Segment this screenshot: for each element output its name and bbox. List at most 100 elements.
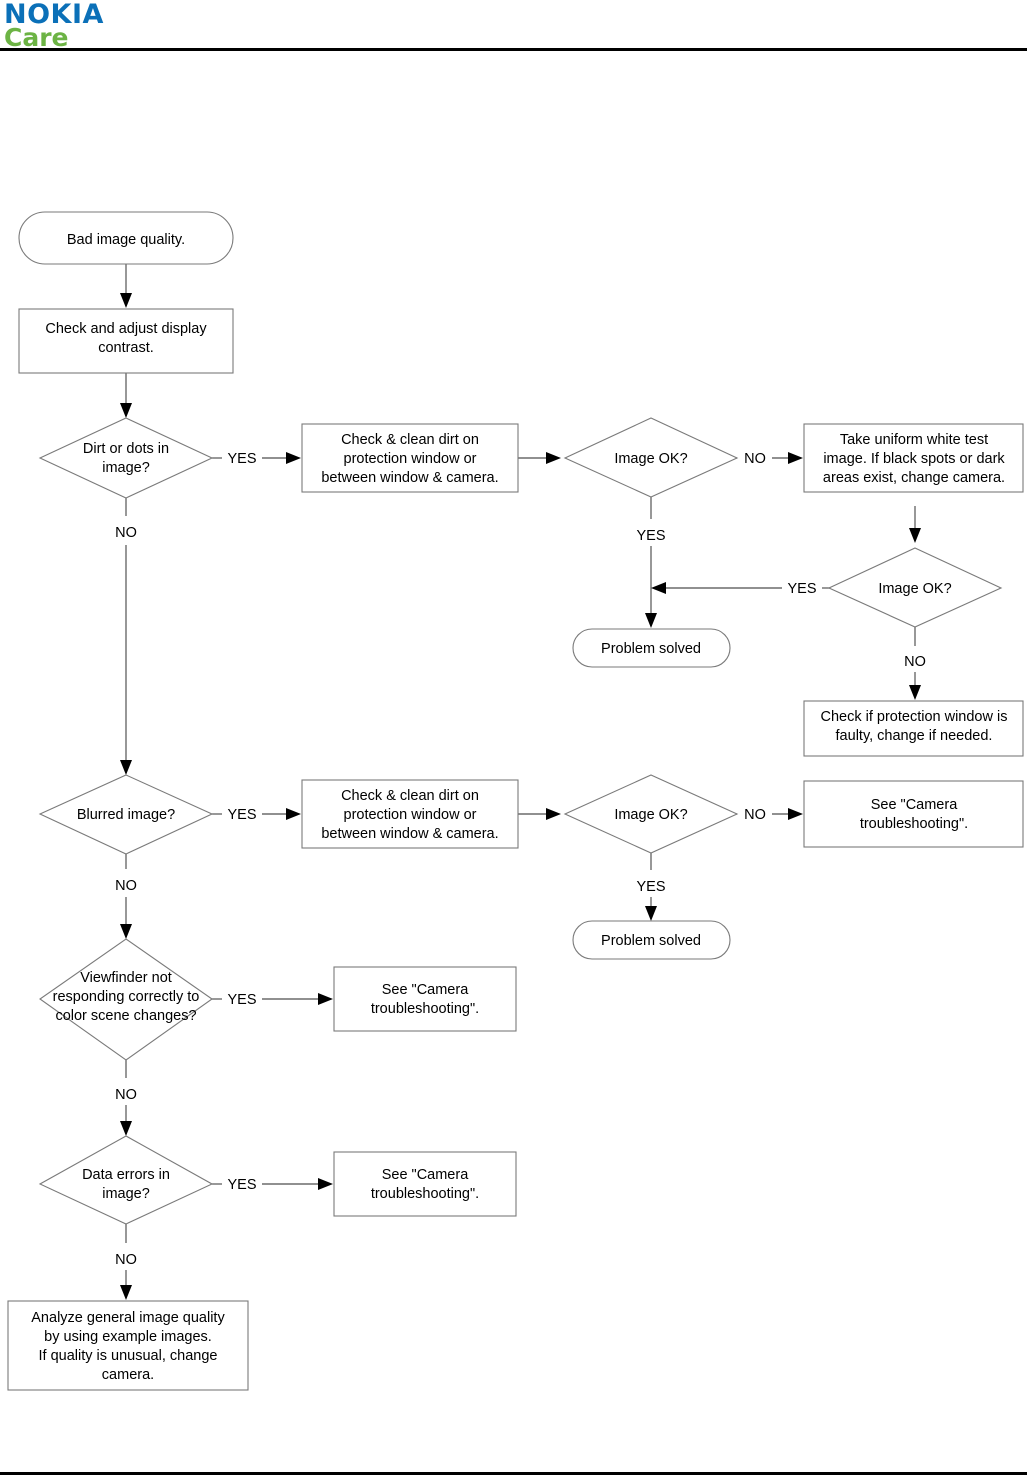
edge-ok2-yes-to-solved1: YES [651, 581, 831, 597]
node-layer: Bad image quality. Check and adjust disp… [7, 211, 1024, 1391]
edge-label-ok1-yes: YES [636, 528, 665, 544]
node-white-test-image-shape[interactable] [803, 423, 1024, 493]
node-check-contrast-shape[interactable] [18, 308, 234, 374]
node-clean-dirt-2[interactable]: Check & clean dirt on protection window … [301, 779, 519, 849]
node-analyze-line-1: by using example images. [44, 1329, 212, 1345]
node-blurred-image-line-0: Blurred image? [77, 807, 175, 823]
node-see-camera-troubleshooting-2-line-1: troubleshooting". [371, 1001, 479, 1017]
node-image-ok-1-shape[interactable] [563, 417, 739, 498]
nokia-care-logo: NOKIA Care [4, 1, 144, 51]
node-see-camera-troubleshooting-3-line-0: See "Camera [382, 1167, 469, 1183]
node-see-camera-troubleshooting-2-line-0: See "Camera [382, 982, 469, 998]
node-problem-solved-2-shape[interactable] [572, 920, 731, 960]
node-viewfinder-decision[interactable]: Viewfinder not responding correctly to c… [39, 938, 213, 1061]
node-white-test-image[interactable]: Take uniform white test image. If black … [803, 423, 1024, 493]
node-clean-dirt-2-shape[interactable] [301, 779, 519, 849]
logo-nokia-wordmark: NOKIA [4, 0, 104, 30]
node-dirt-or-dots-shape[interactable] [38, 417, 214, 499]
edge-layer: YES NO NO [115, 264, 926, 1300]
footer-divider [0, 1472, 1027, 1475]
node-problem-solved-1-shape[interactable] [572, 628, 731, 668]
node-see-camera-troubleshooting-3[interactable]: See "Camera troubleshooting". [333, 1151, 517, 1217]
edge-blurred-yes-to-clean2: YES [212, 807, 301, 823]
edge-label-dirt-no: NO [115, 525, 137, 541]
edge-viewfinder-yes-to-seecamera2: YES [212, 992, 333, 1008]
node-analyze-general-quality[interactable]: Analyze general image quality by using e… [7, 1300, 249, 1391]
edge-label-ok1-no: NO [744, 451, 766, 467]
node-image-ok-3-decision[interactable]: Image OK? [563, 774, 739, 854]
edge-dirt-yes-to-clean1: YES [212, 451, 301, 467]
node-start-shape[interactable] [18, 211, 234, 265]
node-data-errors-line-1: image? [102, 1186, 150, 1202]
edge-label-viewfinder-no: NO [115, 1087, 137, 1103]
node-data-errors-shape[interactable] [38, 1135, 214, 1225]
node-viewfinder-shape[interactable] [39, 938, 213, 1061]
node-clean-dirt-1-line-0: Check & clean dirt on [341, 432, 479, 448]
node-viewfinder-line-1: responding correctly to [53, 989, 200, 1005]
edge-clean1-to-ok1 [518, 452, 561, 464]
edge-label-ok3-yes: YES [636, 879, 665, 895]
node-analyze-general-quality-shape[interactable] [7, 1300, 249, 1391]
edge-ok3-no-to-seecamera1: NO [727, 807, 803, 823]
node-viewfinder-line-0: Viewfinder not [80, 970, 172, 986]
node-white-test-image-line-2: areas exist, change camera. [823, 470, 1005, 486]
node-start[interactable]: Bad image quality. [18, 211, 234, 265]
node-clean-dirt-2-line-0: Check & clean dirt on [341, 788, 479, 804]
node-clean-dirt-1-line-1: protection window or [344, 451, 477, 467]
edge-ok1-yes-to-solved1: YES [636, 497, 666, 628]
node-image-ok-3-shape[interactable] [563, 774, 739, 854]
node-image-ok-2-line-0: Image OK? [878, 581, 951, 597]
edge-viewfinder-no-to-dataerrors: NO [115, 1060, 137, 1136]
node-see-camera-troubleshooting-1[interactable]: See "Camera troubleshooting". [803, 780, 1024, 848]
node-image-ok-2-decision[interactable]: Image OK? [827, 547, 1003, 628]
node-blurred-image-shape[interactable] [38, 774, 214, 855]
node-problem-solved-2-line-0: Problem solved [601, 933, 701, 949]
node-image-ok-1-decision[interactable]: Image OK? [563, 417, 739, 498]
node-blurred-image-decision[interactable]: Blurred image? [38, 774, 214, 855]
node-problem-solved-1-line-0: Problem solved [601, 641, 701, 657]
edge-dirt-no-to-blurred: NO [115, 498, 137, 775]
edge-ok2-no-to-windowfaulty: NO [904, 627, 926, 700]
node-see-camera-troubleshooting-1-line-1: troubleshooting". [860, 816, 968, 832]
node-clean-dirt-1[interactable]: Check & clean dirt on protection window … [301, 423, 519, 493]
edge-label-dirt-yes: YES [227, 451, 256, 467]
edge-label-ok2-yes: YES [787, 581, 816, 597]
node-problem-solved-2[interactable]: Problem solved [572, 920, 731, 960]
edge-clean2-to-ok3 [518, 808, 561, 820]
node-see-camera-troubleshooting-3-line-1: troubleshooting". [371, 1186, 479, 1202]
edge-dataerrors-no-to-analyze: NO [115, 1224, 137, 1300]
edge-ok3-yes-to-solved2: YES [636, 853, 666, 921]
node-clean-dirt-2-line-1: protection window or [344, 807, 477, 823]
node-check-contrast[interactable]: Check and adjust display contrast. [18, 308, 234, 374]
node-image-ok-2-shape[interactable] [827, 547, 1003, 628]
node-see-camera-troubleshooting-2-shape[interactable] [333, 966, 517, 1032]
node-check-window-faulty[interactable]: Check if protection window is faulty, ch… [803, 700, 1024, 757]
edge-dataerrors-yes-to-seecamera3: YES [212, 1177, 333, 1193]
node-analyze-line-2: If quality is unusual, change [39, 1348, 218, 1364]
node-clean-dirt-1-shape[interactable] [301, 423, 519, 493]
edge-label-blurred-no: NO [115, 878, 137, 894]
logo-care-wordmark: Care [4, 23, 69, 52]
edge-ok1-no-to-whitetest: NO [727, 451, 803, 467]
node-viewfinder-line-2: color scene changes? [55, 1008, 196, 1024]
node-analyze-line-3: camera. [102, 1367, 154, 1383]
node-check-window-faulty-shape[interactable] [803, 700, 1024, 757]
edge-start-to-contrast [120, 264, 132, 308]
header-divider [0, 48, 1027, 51]
node-dirt-or-dots-decision[interactable]: Dirt or dots in image? [38, 417, 214, 499]
edge-contrast-to-dirt [120, 373, 132, 418]
node-see-camera-troubleshooting-1-shape[interactable] [803, 780, 1024, 848]
node-dirt-or-dots-line-0: Dirt or dots in [83, 441, 169, 457]
node-see-camera-troubleshooting-2[interactable]: See "Camera troubleshooting". [333, 966, 517, 1032]
edge-label-blurred-yes: YES [227, 807, 256, 823]
node-see-camera-troubleshooting-3-shape[interactable] [333, 1151, 517, 1217]
node-data-errors-decision[interactable]: Data errors in image? [38, 1135, 214, 1225]
edge-label-data-yes: YES [227, 1177, 256, 1193]
node-problem-solved-1[interactable]: Problem solved [572, 628, 731, 668]
node-clean-dirt-2-line-2: between window & camera. [321, 826, 498, 842]
node-check-window-faulty-line-1: faulty, change if needed. [836, 728, 993, 744]
node-see-camera-troubleshooting-1-line-0: See "Camera [871, 797, 958, 813]
edge-whitetest-to-ok2 [909, 506, 921, 543]
